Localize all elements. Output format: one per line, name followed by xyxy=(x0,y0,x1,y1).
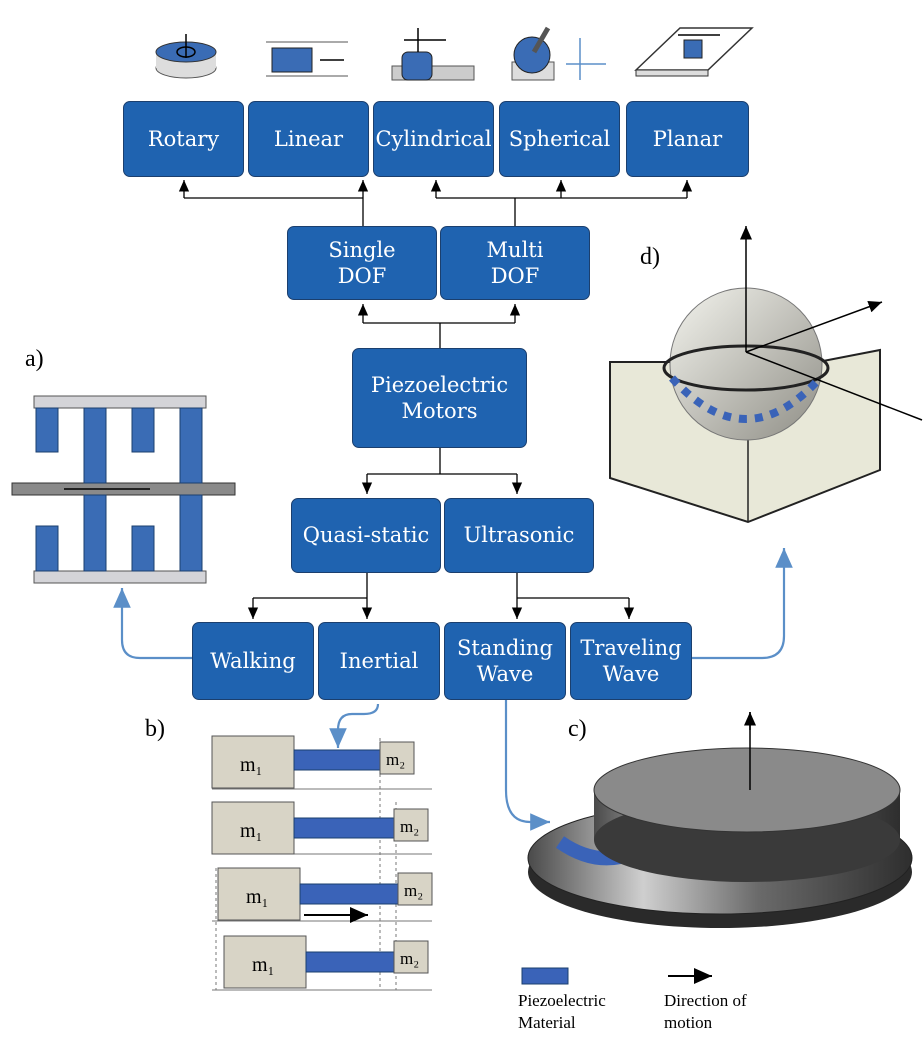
box-spherical: Spherical xyxy=(499,101,620,177)
top-connectors xyxy=(178,180,693,619)
box-inertial: Inertial xyxy=(318,622,440,700)
mass-label-m2-1: m₂ xyxy=(386,750,406,769)
box-piezoelectric-motors: Piezoelectric Motors xyxy=(352,348,527,448)
inertial-motor-graphic xyxy=(211,735,433,991)
panel-label-c: c) xyxy=(568,716,587,742)
legend-motion-label: Direction of motion xyxy=(664,991,747,1033)
mass-label-m2-3: m₂ xyxy=(404,881,424,900)
box-linear: Linear xyxy=(248,101,369,177)
box-rotary: Rotary xyxy=(123,101,244,177)
legend-material-swatch xyxy=(521,967,569,985)
rotary-icon xyxy=(155,34,217,79)
box-planar: Planar xyxy=(626,101,749,177)
box-traveling-wave: Traveling Wave xyxy=(570,622,692,700)
mass-label-m1-3: m₁ xyxy=(246,886,269,908)
mass-label-m2-4: m₂ xyxy=(400,949,420,968)
mass-label-m1-1: m₁ xyxy=(240,754,263,776)
panel-label-b: b) xyxy=(145,716,165,742)
panel-links xyxy=(113,548,793,831)
box-standing-wave: Standing Wave xyxy=(444,622,566,700)
spherical-motor-graphic xyxy=(609,226,923,524)
box-multi-dof: Multi DOF xyxy=(440,226,590,300)
panel-label-d: d) xyxy=(640,244,660,270)
mass-label-m1-4: m₁ xyxy=(252,954,275,976)
cylindrical-icon xyxy=(391,28,475,81)
mass-label-m2-2: m₂ xyxy=(400,817,420,836)
linear-icon xyxy=(266,41,348,77)
box-ultrasonic: Ultrasonic xyxy=(444,498,594,573)
spherical-icon xyxy=(511,26,606,81)
legend-material-label: Piezoelectric Material xyxy=(518,991,606,1033)
traveling-wave-motor-graphic xyxy=(527,712,913,928)
planar-icon xyxy=(634,27,754,77)
box-quasi-static: Quasi-static xyxy=(291,498,441,573)
walking-motor-graphic xyxy=(11,395,236,584)
mass-label-m1-2: m₁ xyxy=(240,820,263,842)
panel-label-a: a) xyxy=(25,346,44,372)
box-walking: Walking xyxy=(192,622,314,700)
box-cylindrical: Cylindrical xyxy=(373,101,494,177)
box-single-dof: Single DOF xyxy=(287,226,437,300)
